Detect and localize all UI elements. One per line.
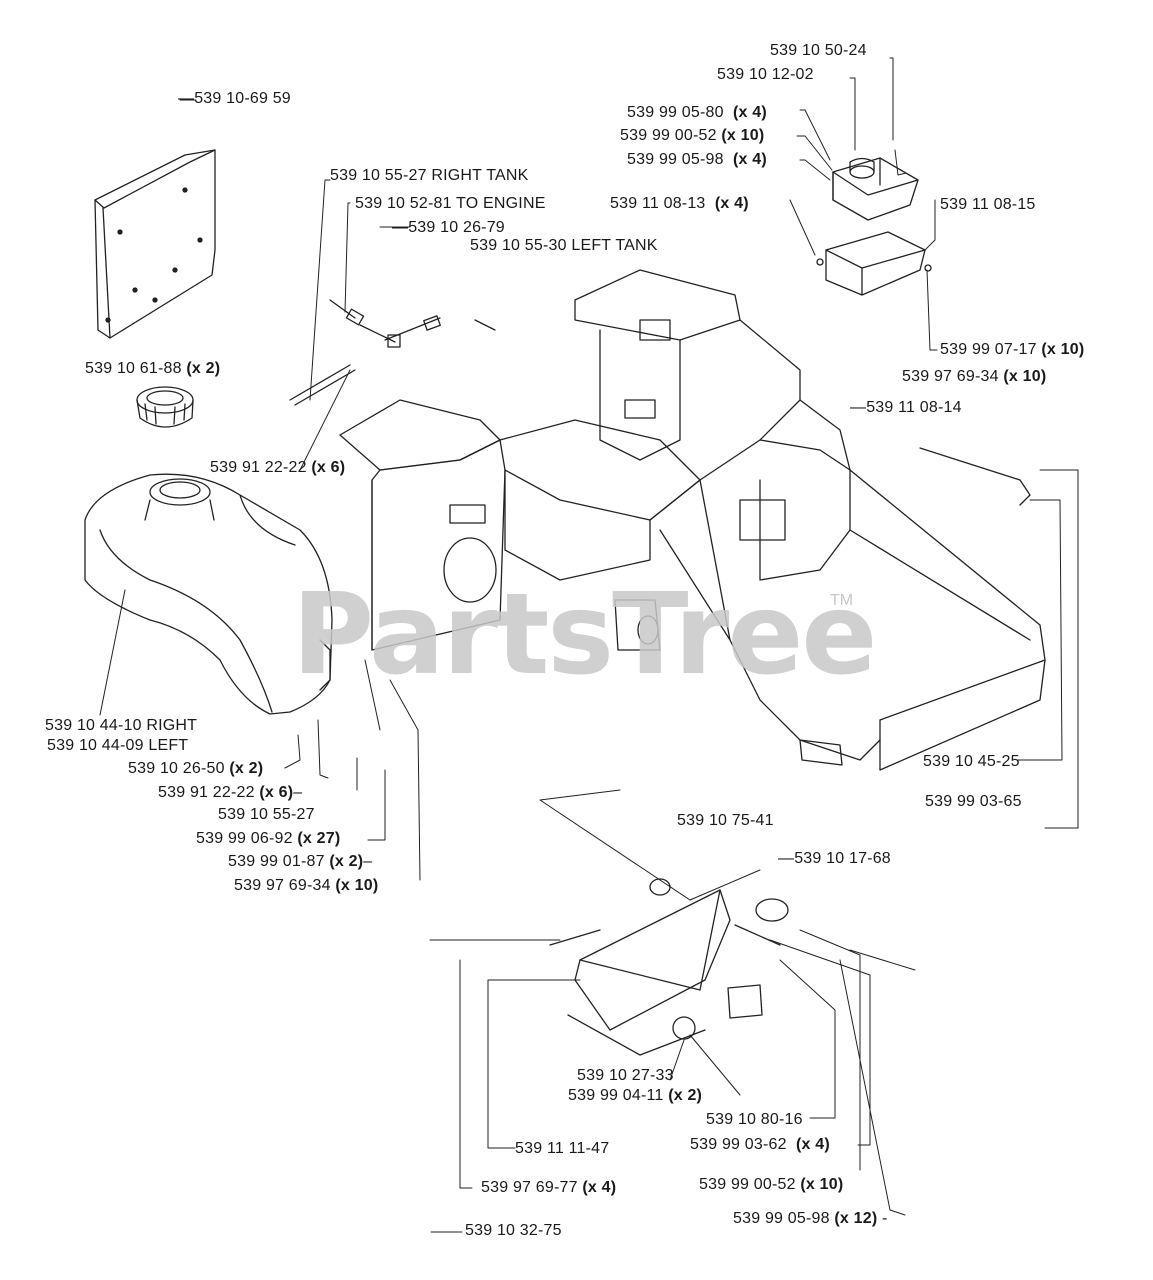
part-label: 539 10 32-75 [465,1222,562,1239]
fuel-cap-part [136,386,194,428]
main-frame-part [339,269,1046,771]
part-label: 539 10 55-27 RIGHT TANK [330,167,529,184]
part-label: 539 99 00-52 (x 10) [699,1176,844,1193]
part-label: 539 10 52-81 TO ENGINE [355,195,546,212]
part-label: —539 10 26-79 [392,219,505,236]
part-label: 539 10 80-16 [706,1111,803,1128]
leader-lines [99,57,1079,1233]
part-label: 539 10 75-41 [677,812,774,829]
part-label: 539 10 55-30 LEFT TANK [470,237,658,254]
part-label: 539 99 05-98 (x 4) [627,151,767,168]
part-label: 539 99 03-65 [925,793,1022,810]
part-label: 539 11 08-13 (x 4) [610,195,749,212]
fuel-lines-part [289,299,496,406]
part-label: 539 99 04-11 (x 2) [568,1087,703,1104]
part-label: 539 91 22-22 (x 6) [210,459,346,476]
part-label: 539 99 03-62 (x 4) [690,1136,830,1153]
part-label: 539 11 11-47 [515,1140,610,1157]
side-panel-part [94,149,216,339]
fuel-tank-part [84,473,333,715]
part-label: 539 10 12-02 [717,66,814,83]
watermark-trademark: TM [830,592,854,609]
part-label: 539 97 69-34 (x 10) [234,877,379,894]
part-label: 539 10 26-50 (x 2) [128,760,264,777]
part-label: 539 10 55-27 [218,806,315,823]
part-label: 539 99 07-17 (x 10) [940,341,1085,358]
part-label: 539 99 01-87 (x 2)– [228,853,373,870]
part-label: —539 10-69 59 [178,90,291,107]
part-label: 539 10 45-25 [923,753,1020,770]
part-label: 539 99 00-52 (x 10) [620,127,765,144]
part-label: —539 10 17-68 [778,850,891,867]
part-label: 539 11 08-15 [940,196,1036,213]
lower-assembly-part [549,878,789,1056]
part-label: 539 10 44-10 RIGHT [45,717,198,734]
watermark-text: PartsTree [292,570,877,700]
part-label: 539 10 27-33 [577,1067,674,1084]
part-label: 539 10 61-88 (x 2) [85,360,221,377]
part-label: 539 10 44-09 LEFT [47,737,189,754]
part-label: 539 99 05-80 (x 4) [627,104,767,121]
part-label: 539 97 69-77 (x 4) [481,1179,617,1196]
part-label: —539 11 08-14 [850,399,962,416]
part-label: 539 99 05-98 (x 12) - [733,1210,888,1227]
part-label: 539 97 69-34 (x 10) [902,368,1047,385]
part-label: 539 10 50-24 [770,42,867,59]
part-label: 539 91 22-22 (x 6)– [158,784,303,801]
part-label: 539 99 06-92 (x 27) [196,830,341,847]
sender-assembly-part [816,157,932,296]
